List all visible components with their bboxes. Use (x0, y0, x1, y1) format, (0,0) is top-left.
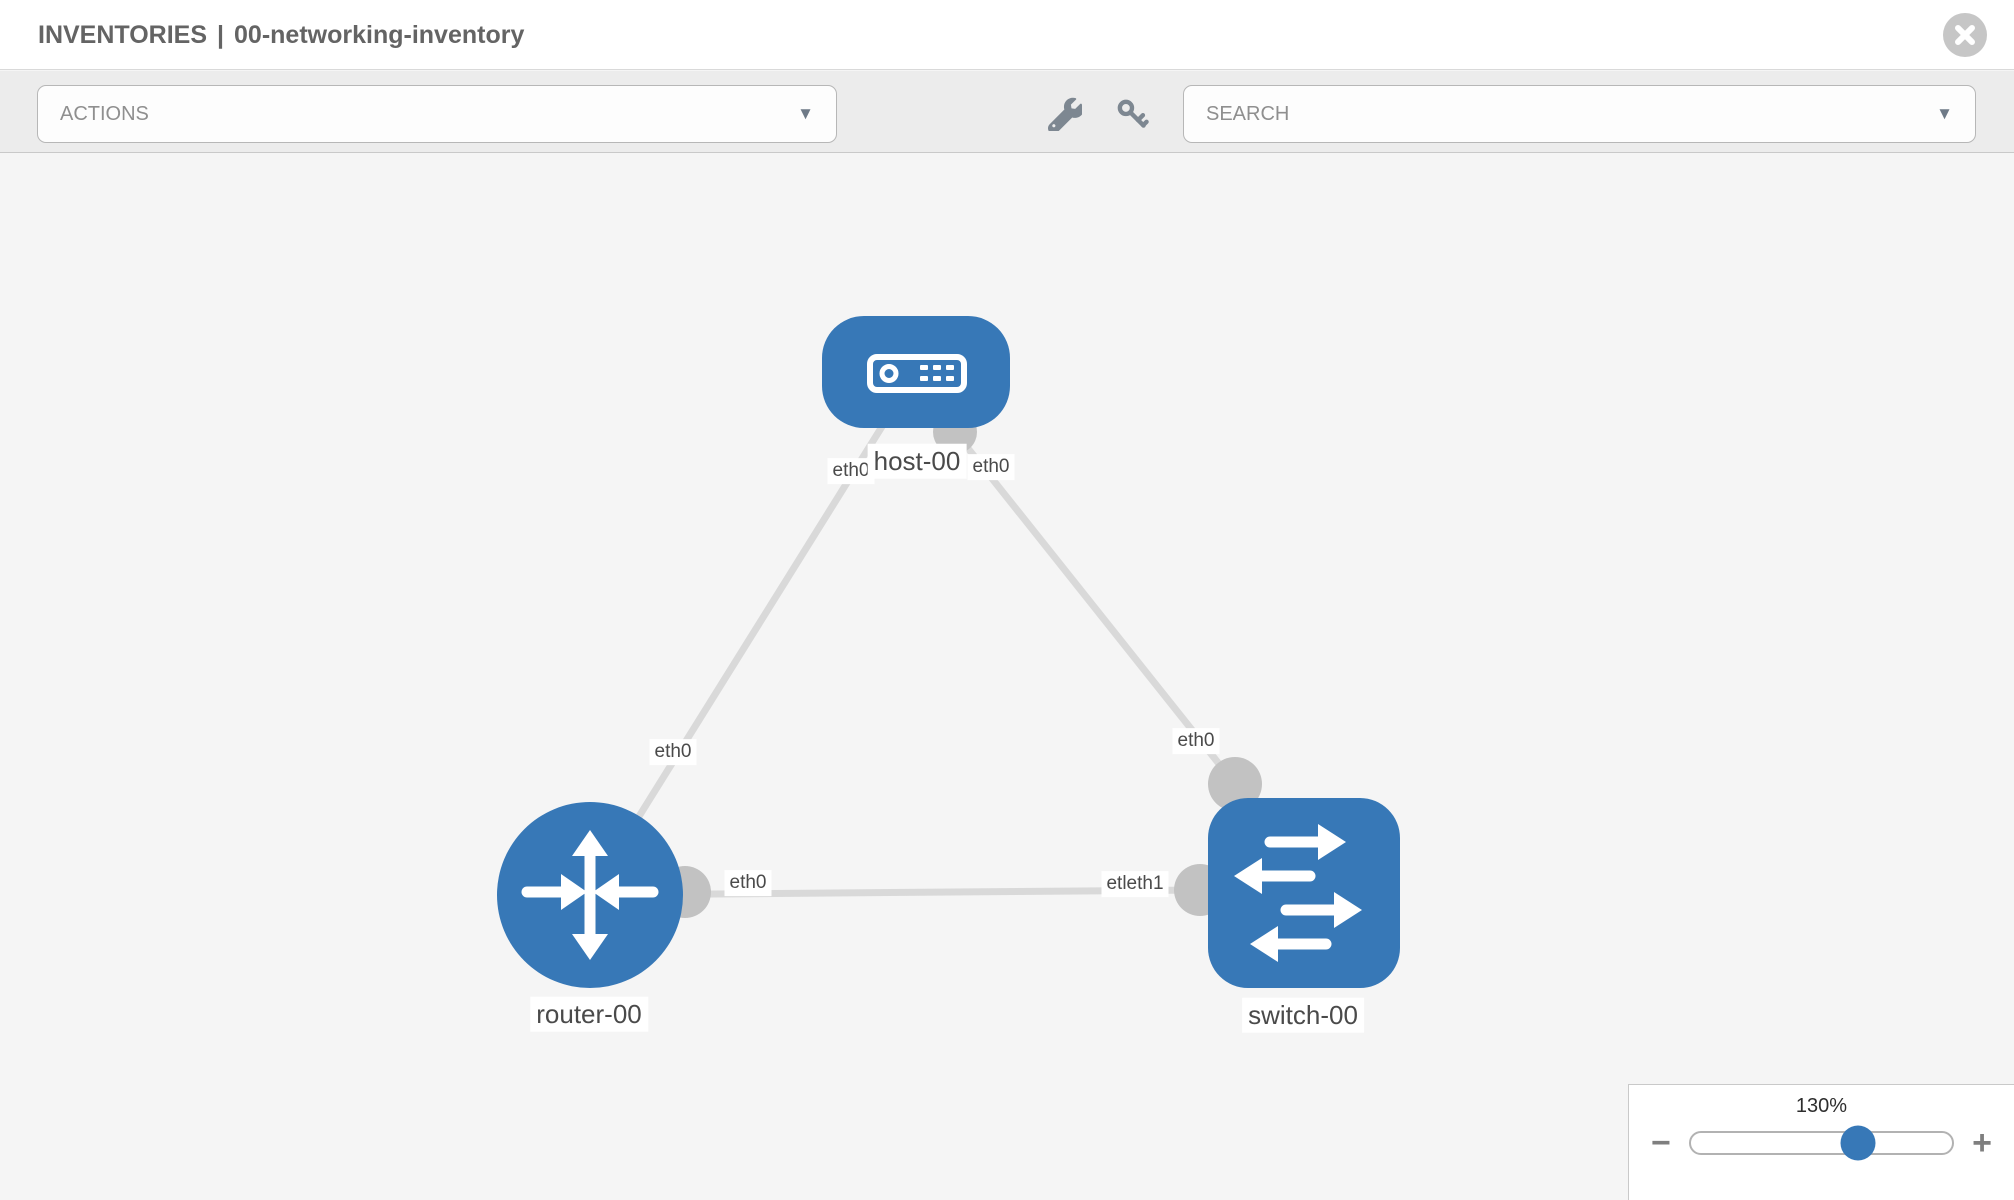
node-label-switch: switch-00 (1242, 997, 1364, 1033)
node-label-router: router-00 (530, 996, 648, 1032)
close-button[interactable] (1943, 13, 1987, 57)
wrench-icon (1048, 97, 1082, 131)
header: INVENTORIES | 00-networking-inventory (0, 0, 2014, 70)
zoom-slider-track[interactable] (1688, 1125, 1955, 1161)
link-host-switch[interactable] (952, 429, 1238, 787)
router-icon (521, 830, 659, 960)
node-host-00[interactable] (822, 316, 1010, 428)
zoom-level: 130% (1795, 1095, 1848, 1117)
close-icon (1955, 25, 1975, 45)
page-title: INVENTORIES | 00-networking-inventory (38, 0, 524, 70)
interface-label: eth0 (1172, 728, 1220, 754)
host-icon (867, 354, 967, 393)
actions-dropdown-value: ACTIONS (60, 102, 149, 125)
toolbar: ACTIONS ▼ SEARCH ▼ (0, 71, 2014, 153)
actions-dropdown[interactable]: ACTIONS ▼ (37, 85, 837, 143)
configure-button[interactable] (1043, 93, 1087, 135)
topology-graph (497, 316, 1400, 988)
breadcrumb-separator: | (217, 20, 225, 49)
interface-connector (1208, 757, 1262, 811)
credentials-button[interactable] (1110, 93, 1154, 135)
inventory-name: 00-networking-inventory (234, 20, 525, 49)
key-icon (1117, 99, 1149, 128)
node-router-00[interactable] (497, 802, 683, 988)
chevron-down-icon: ▼ (1936, 104, 1953, 123)
interface-label: eth0 (827, 458, 875, 484)
interface-label: etleth1 (1101, 871, 1169, 897)
node-switch-00[interactable] (1208, 798, 1400, 988)
zoom-slider-thumb[interactable] (1840, 1125, 1876, 1161)
search-dropdown[interactable]: SEARCH ▼ (1183, 85, 1976, 143)
search-dropdown-value: SEARCH (1206, 102, 1290, 125)
interface-label: eth0 (967, 454, 1015, 480)
interface-label: eth0 (724, 870, 772, 896)
zoom-in-button[interactable]: + (1972, 1124, 1992, 1162)
switch-icon (1234, 824, 1362, 962)
topology-canvas[interactable]: eth0 eth0 eth0 eth0 eth0 etleth1 host-00… (0, 154, 2014, 1200)
node-label-host: host-00 (867, 443, 967, 479)
zoom-control-panel: 130% − + (1628, 1084, 2014, 1200)
interface-label: eth0 (649, 739, 697, 765)
chevron-down-icon: ▼ (797, 104, 814, 123)
zoom-out-button[interactable]: − (1651, 1124, 1671, 1162)
breadcrumb[interactable]: INVENTORIES (38, 20, 208, 49)
